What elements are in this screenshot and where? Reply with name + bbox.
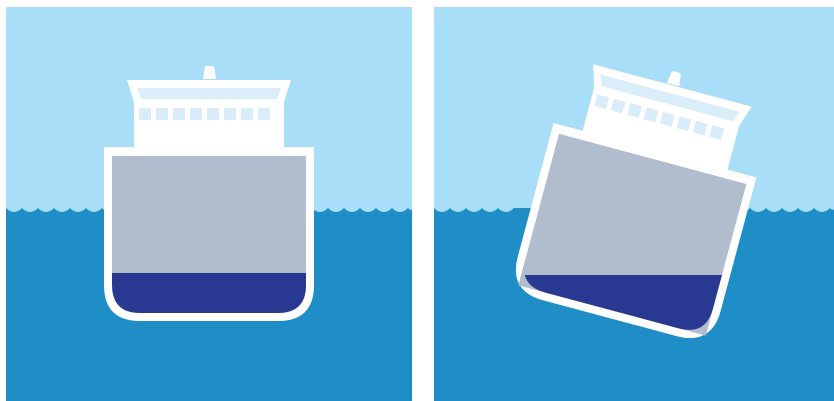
upright-ship-scene (6, 7, 412, 401)
ship-mast (203, 66, 216, 79)
ship (104, 66, 314, 321)
heeled-ship-scene (434, 7, 834, 401)
panel-heeled-ship (434, 7, 834, 401)
superstructure (134, 100, 284, 150)
panel-upright-ship (6, 7, 412, 401)
bridge-window-band (137, 88, 281, 99)
ballast (112, 273, 306, 313)
hull-cargo (112, 156, 306, 273)
